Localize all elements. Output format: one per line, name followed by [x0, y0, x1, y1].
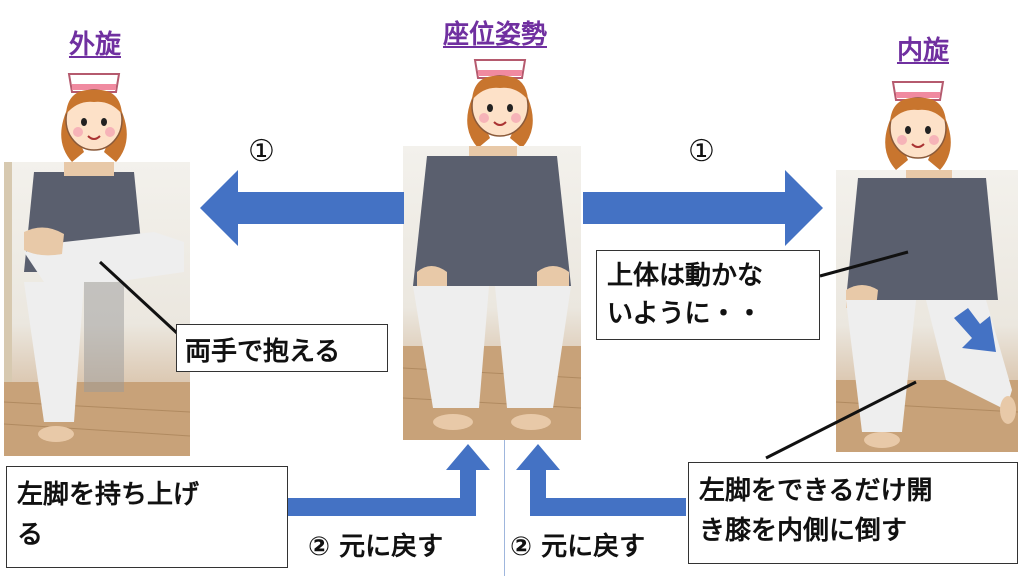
nurse-avatar-icon: [885, 81, 951, 170]
callout-hold-both-hands: 両手で抱える: [176, 324, 388, 372]
arrow-return-from-internal: [508, 444, 686, 520]
step2-label-left: ② 元に戻す: [308, 532, 444, 562]
step2-label-right: ② 元に戻す: [510, 532, 646, 562]
knee-direction-arrow: [950, 308, 1000, 354]
callout-keep-body-still: 上体は動かな いように・・: [596, 250, 820, 340]
arrow-to-internal-rotation: [583, 170, 823, 246]
callout-lift-left-leg-line2: る: [17, 520, 44, 550]
photo-external-rotation: [4, 162, 190, 456]
callout-keep-body-still-line2: いように・・: [607, 299, 763, 329]
callout-keep-body-still-line1: 上体は動かな: [607, 261, 764, 291]
title-sitting-posture: 座位姿勢: [442, 20, 547, 50]
callout-lift-left-leg-line1: 左脚を持ち上げ: [17, 480, 200, 510]
nurse-avatar-center: [450, 48, 550, 158]
photo-sitting-posture: [403, 146, 581, 440]
callout-open-knee-line2: き膝を内側に倒す: [699, 516, 908, 546]
callout-lift-left-leg: 左脚を持ち上げ る: [6, 466, 288, 568]
arrow-to-external-rotation: [200, 170, 404, 246]
title-internal-rotation: 内旋: [896, 36, 949, 66]
nurse-avatar-right: [868, 70, 968, 180]
step1-label-right: ①: [688, 134, 715, 169]
center-guide-line: [504, 400, 505, 576]
arrow-return-from-external: [288, 444, 498, 520]
nurse-avatar-icon: [467, 59, 533, 148]
title-external-rotation: 外旋: [68, 30, 121, 60]
callout-open-knee: 左脚をできるだけ開 き膝を内側に倒す: [688, 462, 1018, 564]
nurse-avatar-icon: [61, 73, 127, 162]
callout-hold-both-hands-text: 両手で抱える: [185, 337, 341, 367]
callout-open-knee-line1: 左脚をできるだけ開: [699, 476, 933, 506]
step1-label-left: ①: [248, 134, 275, 169]
nurse-avatar-left: [44, 62, 144, 172]
